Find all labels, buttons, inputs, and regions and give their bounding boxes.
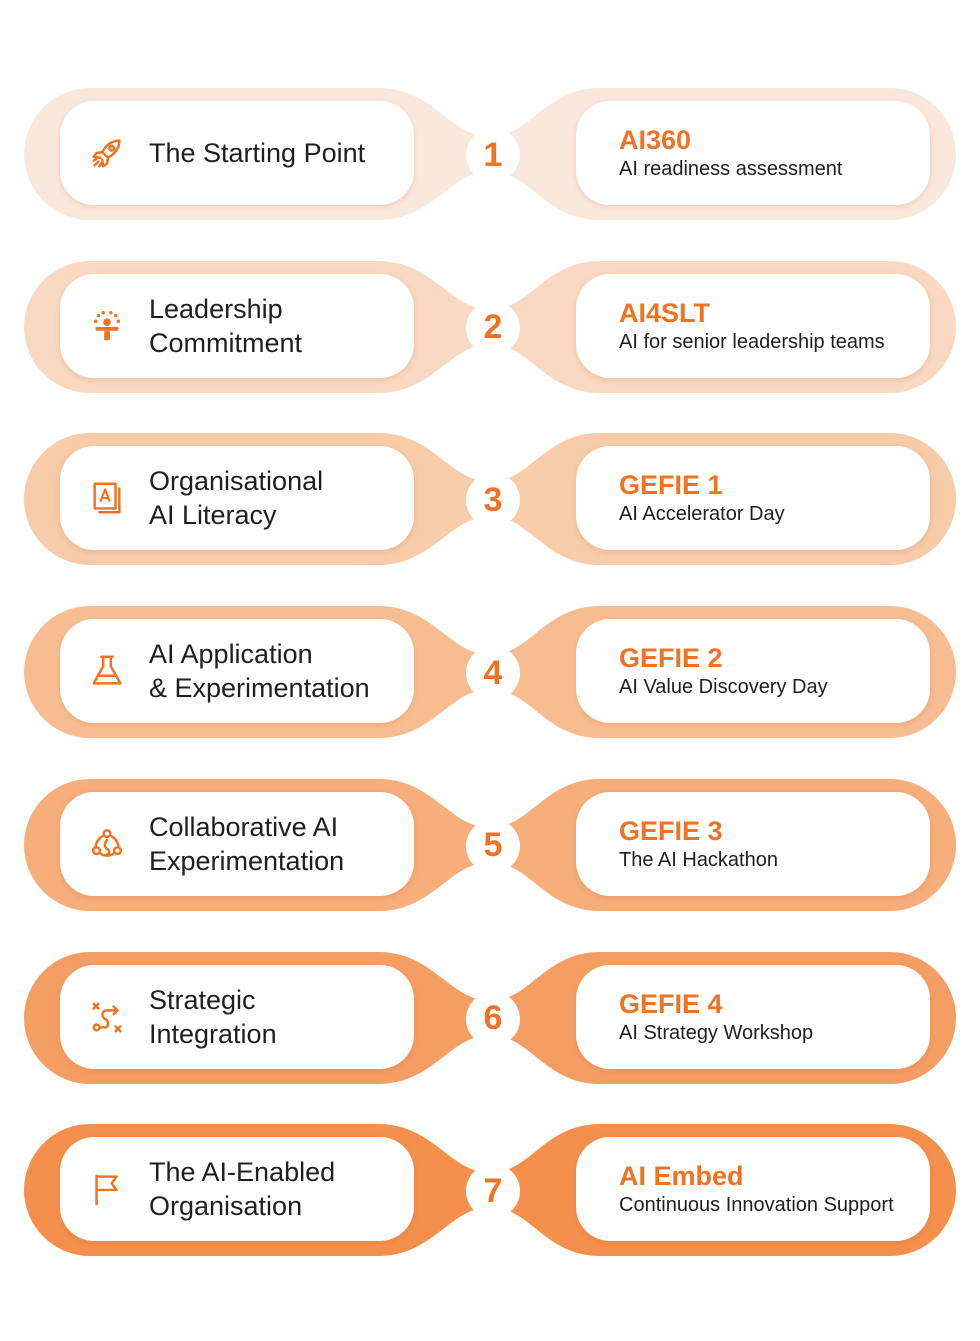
step-number: 1 — [466, 128, 520, 182]
step-number: 6 — [466, 991, 520, 1046]
collaboration-icon — [88, 825, 126, 863]
step-number: 5 — [466, 818, 520, 873]
stage-card: Organisational AI Literacy — [60, 446, 414, 551]
program-name: AI4SLT — [619, 297, 711, 328]
program-name: GEFIE 4 — [619, 988, 723, 1019]
stage-label: Strategic Integration — [149, 984, 277, 1049]
program-name: GEFIE 3 — [619, 815, 723, 846]
stage-card: The Starting Point — [60, 101, 414, 205]
stage-card: AI Application & Experimentation — [60, 619, 414, 724]
program-description: AI Strategy Workshop — [619, 1021, 814, 1044]
step-number: 3 — [466, 473, 520, 528]
program-description: AI Value Discovery Day — [619, 676, 828, 699]
program-description: AI readiness assessment — [619, 158, 843, 180]
flag-icon — [88, 1170, 126, 1208]
stage-card: Leadership Commitment — [60, 273, 414, 378]
program-card: GEFIE 3 The AI Hackathon — [576, 791, 930, 896]
program-name: AI Embed — [619, 1161, 744, 1192]
program-card: AI360 AI readiness assessment — [576, 101, 930, 205]
stage-card: Strategic Integration — [60, 964, 414, 1069]
step-number: 4 — [466, 646, 520, 701]
step-number: 7 — [466, 1164, 520, 1219]
program-description: Continuous Innovation Support — [619, 1194, 894, 1217]
stage-row: Collaborative AI Experimentation 5 GEFIE… — [0, 777, 980, 913]
route-icon — [88, 998, 126, 1036]
program-card: AI4SLT AI for senior leadership teams — [576, 273, 930, 378]
step-number: 2 — [466, 300, 520, 355]
program-description: The AI Hackathon — [619, 848, 778, 871]
stage-card: The AI-Enabled Organisation — [60, 1137, 414, 1242]
program-name: AI360 — [619, 125, 692, 155]
stage-card: Collaborative AI Experimentation — [60, 791, 414, 896]
stage-row: The AI-Enabled Organisation 7 AI Embed C… — [0, 1122, 980, 1258]
stage-label: Collaborative AI Experimentation — [149, 811, 345, 876]
stage-row: AI Application & Experimentation 4 GEFIE… — [0, 604, 980, 740]
stage-label: The AI-Enabled Organisation — [149, 1157, 336, 1222]
program-description: AI Accelerator Day — [619, 503, 785, 526]
program-card: AI Embed Continuous Innovation Support — [576, 1137, 930, 1242]
stage-row: Strategic Integration 6 GEFIE 4 AI Strat… — [0, 950, 980, 1086]
stage-label: Organisational AI Literacy — [149, 466, 324, 531]
program-card: GEFIE 2 AI Value Discovery Day — [576, 619, 930, 724]
stage-row: Leadership Commitment 2 AI4SLT AI for se… — [0, 259, 980, 395]
book-icon — [88, 479, 126, 517]
stage-row: The Starting Point 1 AI360 AI readiness … — [0, 86, 980, 222]
stage-label: The Starting Point — [149, 138, 366, 168]
program-name: GEFIE 1 — [619, 470, 723, 501]
rocket-icon — [88, 134, 126, 172]
stage-row: Organisational AI Literacy 3 GEFIE 1 AI … — [0, 431, 980, 567]
stage-label: AI Application & Experimentation — [149, 639, 370, 704]
program-card: GEFIE 4 AI Strategy Workshop — [576, 964, 930, 1069]
program-card: GEFIE 1 AI Accelerator Day — [576, 446, 930, 551]
leader-icon — [88, 307, 126, 345]
program-name: GEFIE 2 — [619, 643, 723, 674]
flask-icon — [88, 652, 126, 690]
program-description: AI for senior leadership teams — [619, 330, 885, 353]
stage-label: Leadership Commitment — [149, 293, 303, 358]
